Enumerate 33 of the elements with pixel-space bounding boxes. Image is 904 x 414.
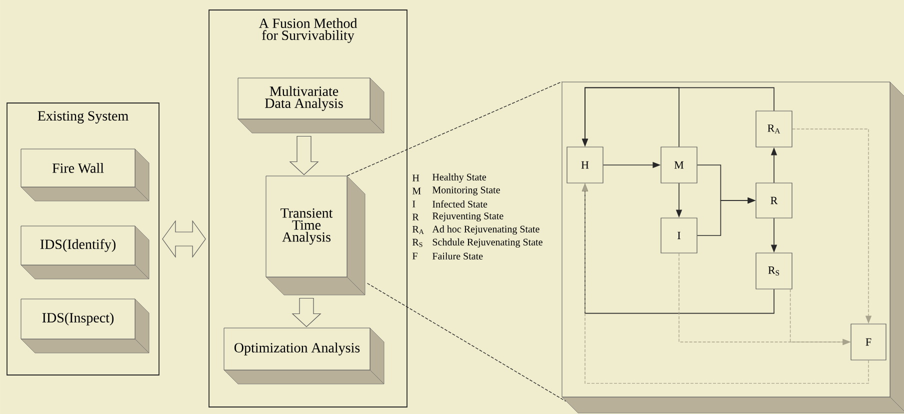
state-box: F [850,324,886,360]
hollow-arrow [292,298,322,328]
method-box: Transient Time Analysis [266,176,366,296]
state-box: H [566,146,604,184]
method-box: Multivariate Data Analysis [238,78,384,134]
component-box: IDS(Identify) [20,226,150,280]
leader-line [366,282,566,402]
state-box: R [756,182,792,218]
hollow-arrow [289,136,319,176]
state-box: R$_{A}$ [756,110,792,148]
method-box: Optimization Analysis [224,328,384,384]
state-symbol: H [412,174,420,182]
state-description: Infected State [432,200,488,208]
component-box: Fire Wall [20,148,150,202]
state-description: Monitoring State [432,186,500,196]
hollow-arrow [162,220,206,258]
state-box: I [660,218,698,254]
leader-line [346,81,562,176]
state-symbol: R$_{S}$ [412,238,422,248]
state-box: M [660,146,698,184]
state-box: R$_{S}$ [756,252,792,290]
state-description: Schdule Rejuvenating State [432,238,542,248]
state-description: Ad hoc Rejuvenating State [432,225,540,235]
state-description: Failure State [432,252,483,260]
state-description: Rejuventing State [432,212,504,222]
state-symbol: F [412,252,418,260]
state-symbol: R$_{A}$ [412,226,424,234]
state-description: Healthy State [432,173,486,183]
state-symbol: M [412,188,421,194]
state-symbol: I [412,200,416,208]
state-symbol: R [412,214,419,220]
state-diagram-panel [562,82,904,414]
component-box: IDS(Inspect) [20,298,150,354]
